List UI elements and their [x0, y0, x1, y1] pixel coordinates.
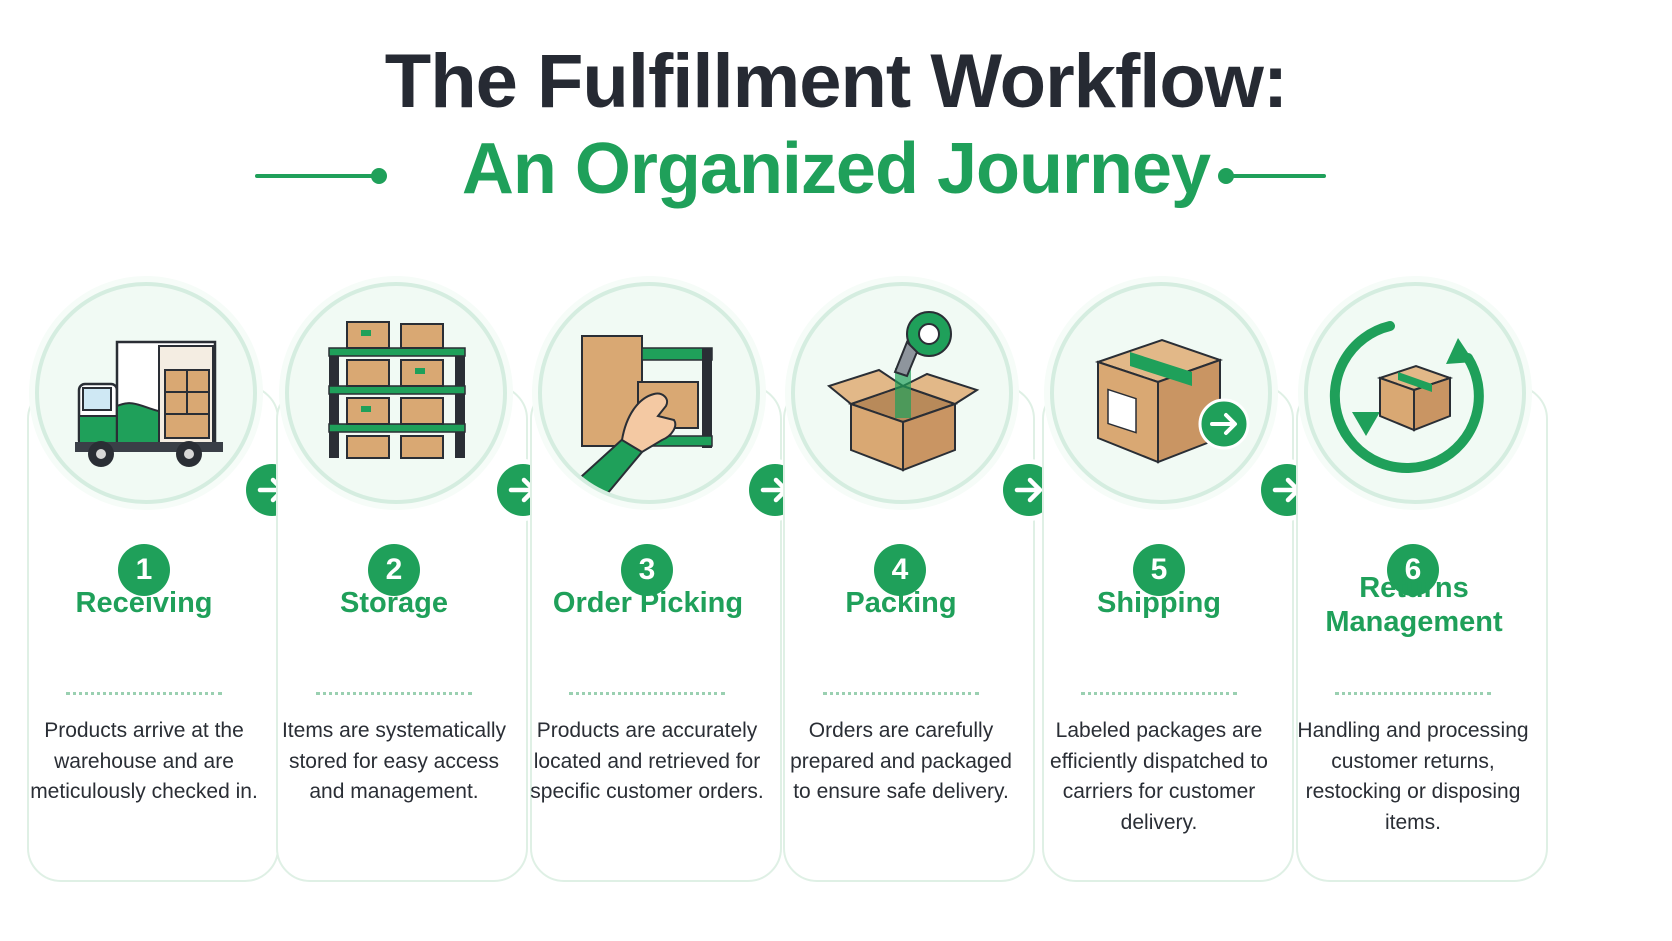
- step-divider-1: [66, 692, 222, 695]
- step-circle-shipping: [1050, 282, 1272, 504]
- step-divider-6: [1335, 692, 1491, 695]
- title-decor-dot-left: [371, 168, 387, 184]
- step-description-shipping: Labeled packages are efficiently dispatc…: [1050, 719, 1268, 834]
- title-decor-dot-right: [1218, 168, 1234, 184]
- storage-shelves-icon: [328, 321, 466, 459]
- step-title-packing: Packing: [845, 587, 957, 619]
- step-circle-storage: [285, 282, 507, 504]
- step-title-order-picking: Order Picking: [552, 587, 744, 619]
- title-line-2-row: An Organized Journey: [0, 128, 1672, 224]
- step-title-storage: Storage: [340, 587, 448, 619]
- step-title-returns-management: Returns Management: [1325, 572, 1503, 638]
- title-decor-line-right: [1228, 174, 1326, 178]
- step-circle-receiving: [35, 282, 257, 504]
- step-circle-packing: [791, 282, 1013, 504]
- step-divider-4: [823, 692, 979, 695]
- step-description-receiving: Products arrive at the warehouse and are…: [30, 719, 258, 803]
- box-return-cycle-icon: [1329, 321, 1484, 473]
- step-description-packing: Orders are carefully prepared and packag…: [790, 719, 1012, 803]
- labeled-package-arrow-icon: [1094, 338, 1250, 464]
- step-description-order-picking: Products are accurately located and retr…: [530, 719, 764, 803]
- step-description-storage: Items are systematically stored for easy…: [281, 719, 507, 803]
- step-circle-order-picking: [538, 282, 760, 504]
- title-decor-line-left: [255, 174, 381, 178]
- step-number-5: 5: [1133, 544, 1185, 596]
- delivery-truck-icon: [75, 340, 223, 467]
- step-number-2: 2: [368, 544, 420, 596]
- title-line-2: An Organized Journey: [461, 129, 1211, 209]
- step-divider-3: [569, 692, 725, 695]
- step-number-6: 6: [1387, 544, 1439, 596]
- step-divider-2: [316, 692, 472, 695]
- step-number-4: 4: [874, 544, 926, 596]
- step-divider-5: [1081, 692, 1237, 695]
- step-number-3: 3: [621, 544, 673, 596]
- step-description-returns-management: Handling and processing customer returns…: [1297, 719, 1529, 834]
- step-number-1: 1: [118, 544, 170, 596]
- step-title-shipping: Shipping: [1096, 587, 1222, 619]
- title-line-1: The Fulfillment Workflow:: [384, 39, 1288, 124]
- hand-picking-box-icon: [570, 335, 713, 500]
- step-circle-returns-management: [1304, 282, 1526, 504]
- tape-dispenser-box-icon: [826, 311, 980, 472]
- step-title-receiving: Receiving: [75, 587, 213, 619]
- arrow-right-icon: [1014, 477, 1043, 503]
